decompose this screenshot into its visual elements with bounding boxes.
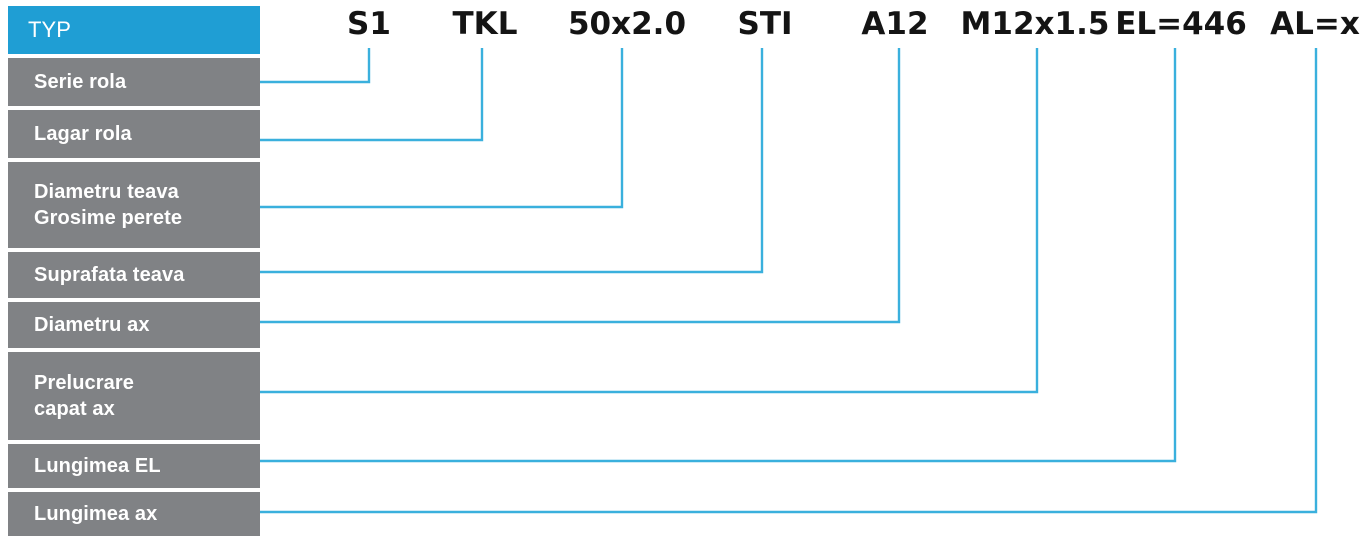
label-box-6: Prelucrare capat ax [8,352,260,440]
label-text: Prelucrare [34,372,134,394]
label-box-1: Serie rola [8,58,260,106]
code-label-4: STI [737,6,793,42]
label-box-5: Diametru ax [8,302,260,348]
connector-line-3 [260,48,624,209]
code-label-5: A12 [861,6,929,42]
label-text: Lagar rola [34,123,132,145]
code-label-3: 50x2.0 [567,6,687,42]
code-label-7: EL=446 [1115,6,1247,42]
label-text: Lungimea ax [34,503,158,525]
label-box-8: Lungimea ax [8,492,260,536]
connector-line-1 [260,48,371,84]
connector-line-4 [260,48,764,274]
label-text: Diametru teava [34,181,179,203]
connector-line-8 [260,48,1318,514]
connector-line-6 [260,48,1039,394]
label-text: Serie rola [34,71,127,93]
label-box-2: Lagar rola [8,110,260,158]
code-label-1: S1 [347,6,391,42]
label-text: capat ax [34,398,115,420]
code-label-2: TKL [452,6,518,42]
connector-line-2 [260,48,484,142]
label-box-4: Suprafata teava [8,252,260,298]
connector-line-7 [260,48,1177,463]
type-header-label: TYP [28,17,72,42]
label-box-7: Lungimea EL [8,444,260,488]
label-text: Grosime perete [34,207,183,229]
code-label-6: M12x1.5 [960,6,1110,42]
label-text: Lungimea EL [34,455,161,477]
label-text: Diametru ax [34,314,150,336]
label-text: Suprafata teava [34,264,185,286]
type-header-box: TYP [8,6,260,54]
connector-line-5 [260,48,901,324]
code-label-8: AL=x [1270,6,1360,42]
